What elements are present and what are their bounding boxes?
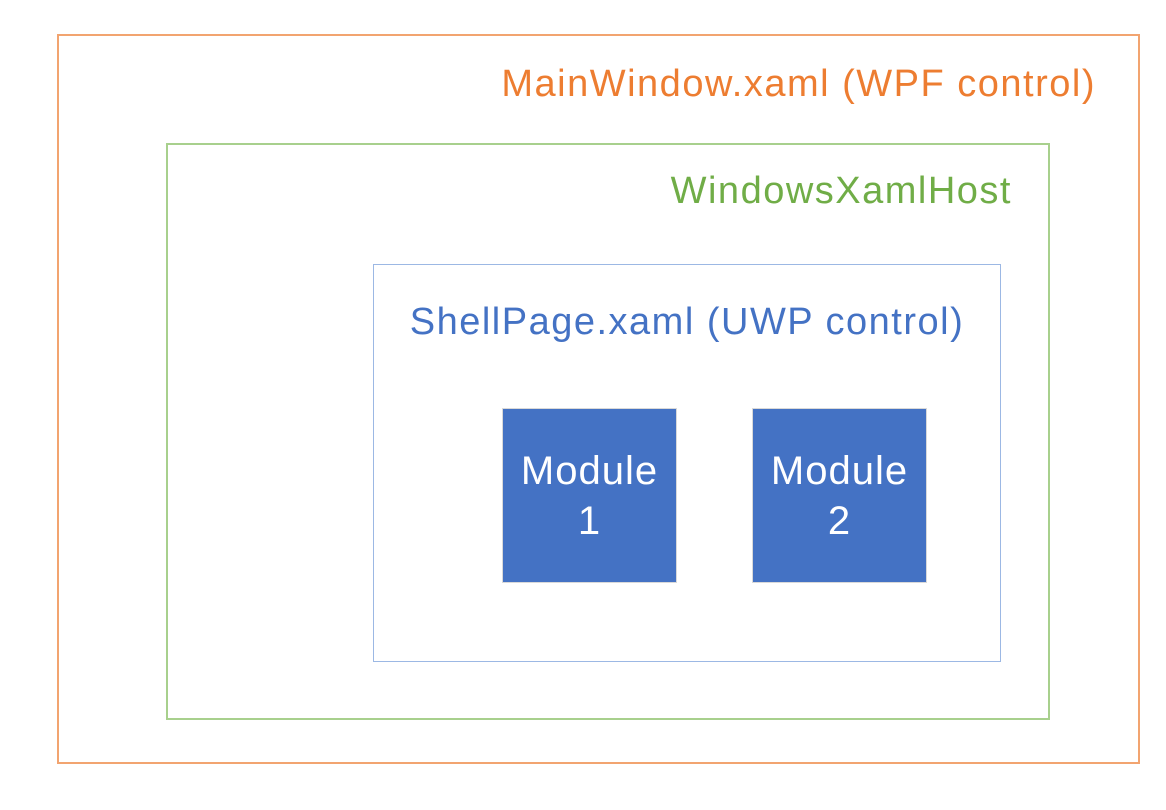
shellpage-uwp-box: ShellPage.xaml (UWP control) Module 1 Mo…	[373, 264, 1001, 662]
shellpage-uwp-label: ShellPage.xaml (UWP control)	[409, 301, 965, 343]
module-1-label-line2: 1	[577, 498, 602, 543]
module-1-box: Module 1	[502, 408, 677, 583]
windowsxamlhost-label: WindowsXamlHost	[670, 170, 1012, 212]
mainwindow-wpf-box: MainWindow.xaml (WPF control) WindowsXam…	[57, 34, 1140, 764]
windowsxamlhost-box: WindowsXamlHost ShellPage.xaml (UWP cont…	[166, 143, 1050, 720]
module-2-label-line1: Module	[770, 448, 909, 493]
module-1-label-line1: Module	[520, 448, 659, 493]
module-2-box: Module 2	[752, 408, 927, 583]
mainwindow-wpf-label: MainWindow.xaml (WPF control)	[501, 63, 1096, 105]
module-2-label-line2: 2	[827, 498, 852, 543]
